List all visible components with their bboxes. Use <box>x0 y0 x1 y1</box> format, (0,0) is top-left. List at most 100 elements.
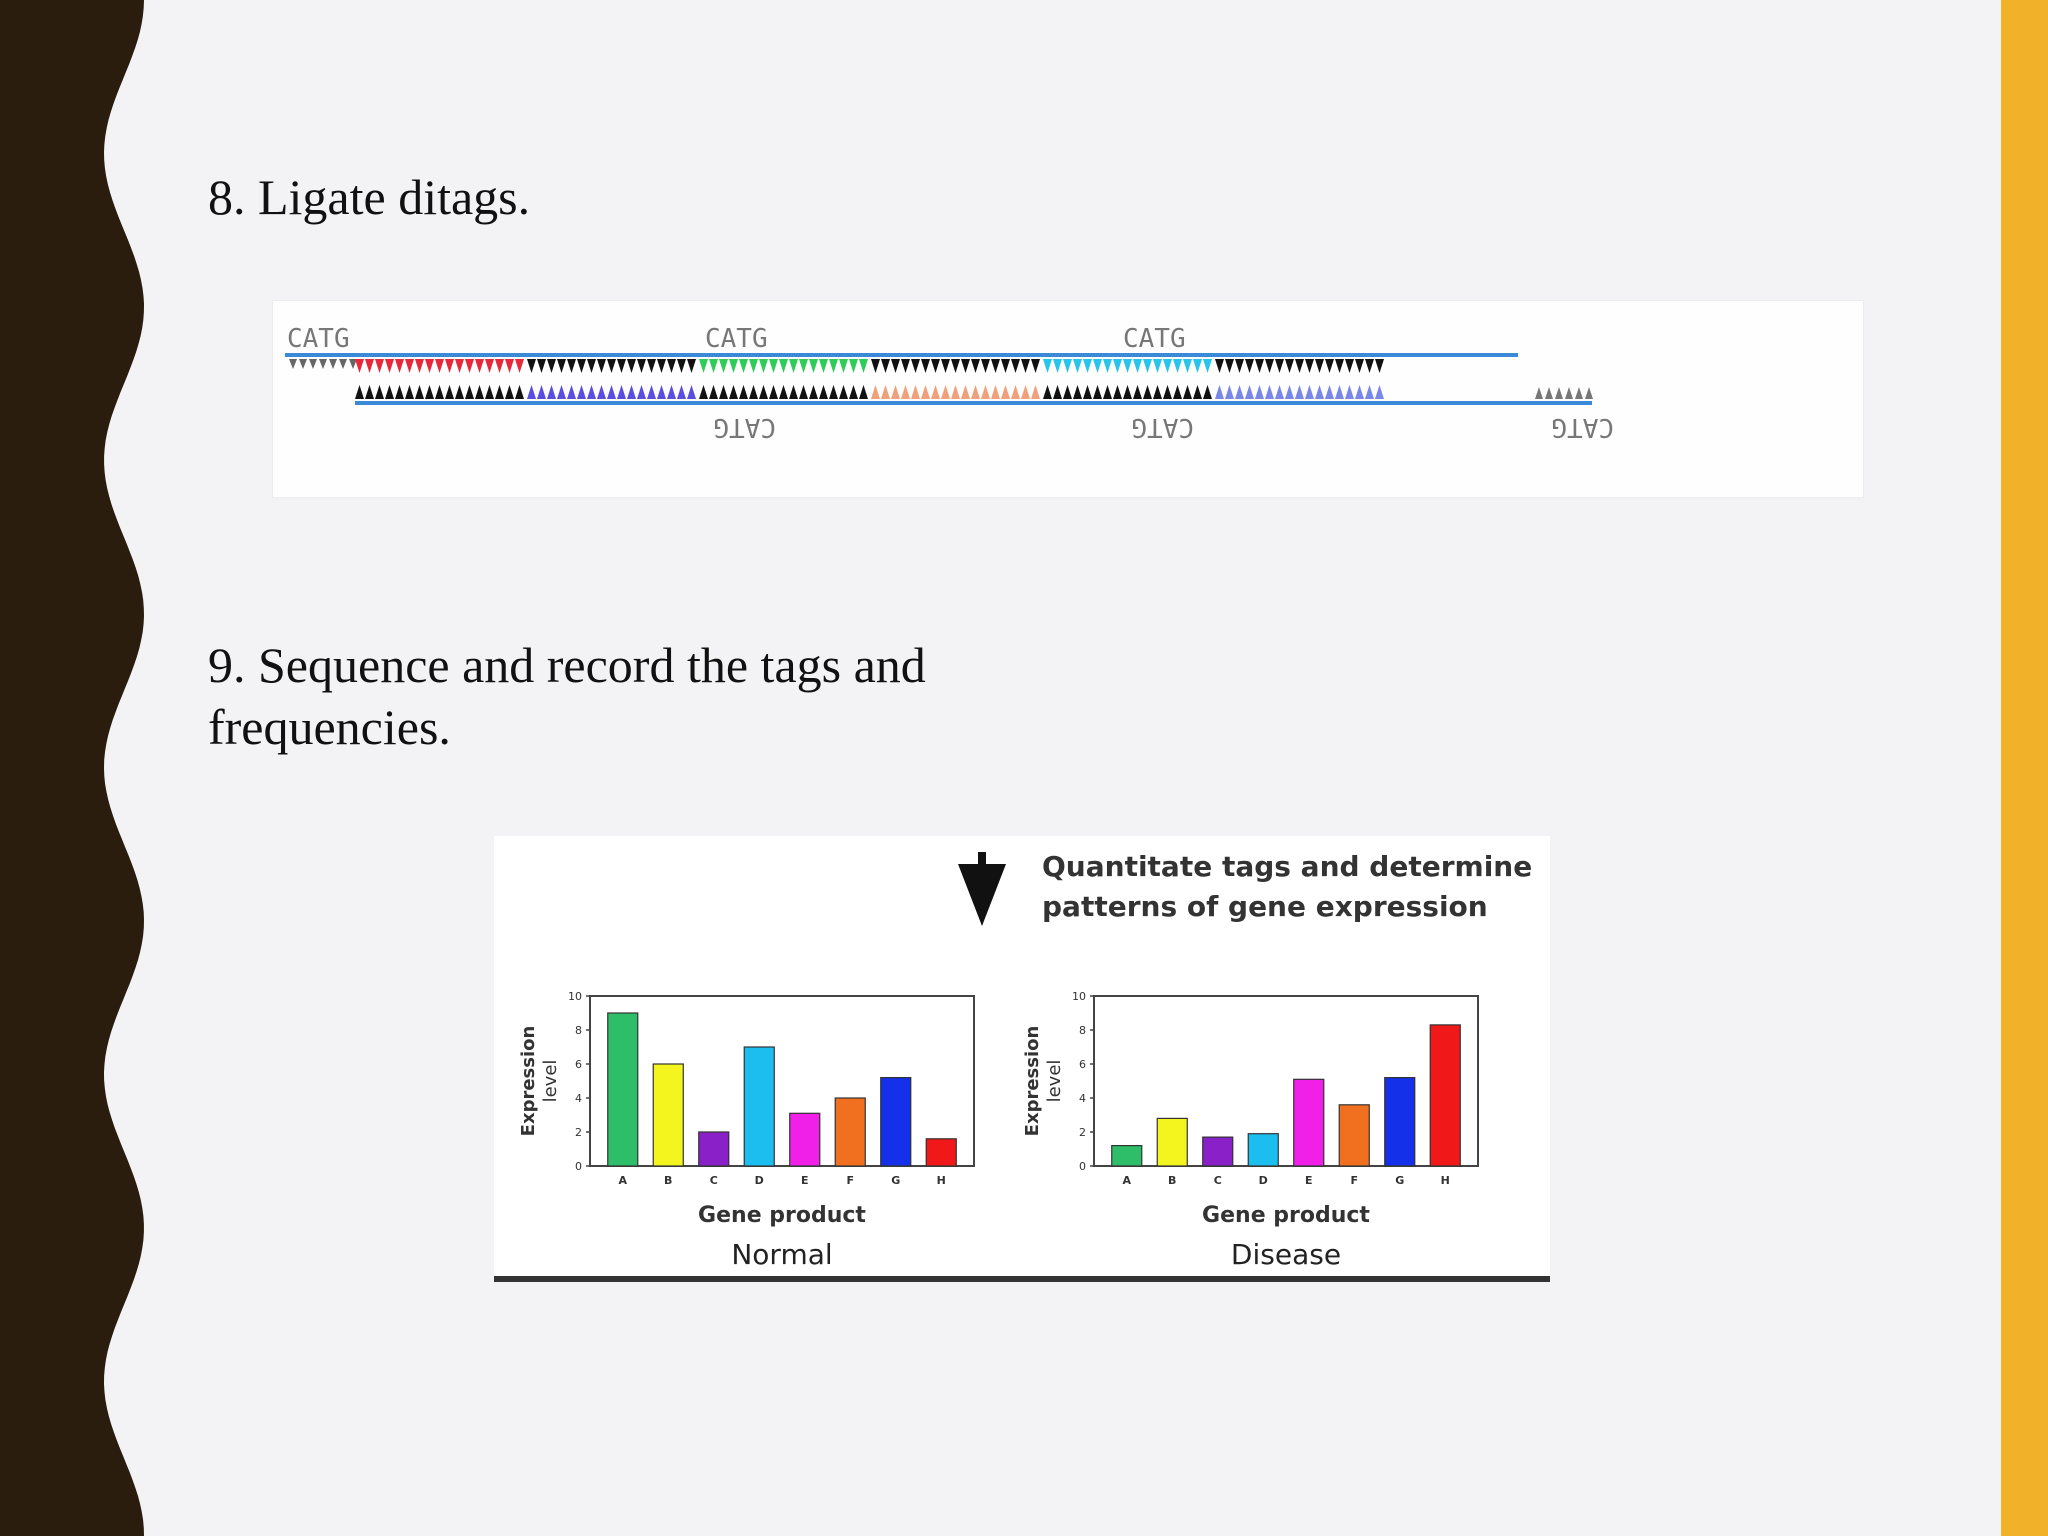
step-9-line-1: 9. Sequence and record the tags and <box>208 637 926 693</box>
bottom-base <box>839 385 848 399</box>
bottom-base <box>931 385 940 399</box>
top-base <box>759 359 768 373</box>
ditag-strands: CATG CATG CATG CATG CATG CATG <box>285 324 1614 442</box>
bottom-base <box>687 385 696 399</box>
bottom-base <box>577 385 586 399</box>
top-base <box>1315 359 1324 373</box>
top-base <box>1245 359 1254 373</box>
bottom-base <box>1143 385 1152 399</box>
top-base <box>365 359 374 373</box>
bottom-base <box>1365 385 1374 399</box>
top-base <box>425 359 434 373</box>
bottom-base <box>1295 385 1304 399</box>
bottom-backbone <box>355 401 1592 405</box>
right-accent-bar <box>2001 0 2048 1536</box>
bottom-base <box>819 385 828 399</box>
step-8-heading: 8. Ligate ditags. <box>208 169 531 225</box>
bottom-cap-base <box>1535 387 1543 399</box>
bottom-base <box>1133 385 1142 399</box>
bottom-base <box>657 385 666 399</box>
bottom-base <box>719 385 728 399</box>
bottom-base <box>527 385 536 399</box>
bottom-base <box>799 385 808 399</box>
top-base <box>617 359 626 373</box>
bottom-base <box>1285 385 1294 399</box>
top-base <box>687 359 696 373</box>
x-tick-label: E <box>801 1174 809 1187</box>
top-base <box>1305 359 1314 373</box>
x-tick-label: A <box>618 1174 627 1187</box>
bottom-base <box>1203 385 1212 399</box>
top-base <box>385 359 394 373</box>
bar-h <box>1429 1024 1461 1167</box>
bottom-base <box>1163 385 1172 399</box>
bottom-base <box>1073 385 1082 399</box>
bottom-base <box>627 385 636 399</box>
top-base <box>1021 359 1030 373</box>
top-base <box>1285 359 1294 373</box>
ditag-diagram: CATG CATG CATG CATG CATG CATG <box>272 300 1864 498</box>
top-base <box>881 359 890 373</box>
catg-label-bottom-1: CATG <box>713 412 776 442</box>
top-base <box>1001 359 1010 373</box>
top-base <box>1173 359 1182 373</box>
top-cap-base <box>329 359 337 369</box>
catg-label-top-1: CATG <box>287 324 350 354</box>
y-tick-label: 4 <box>575 1092 582 1105</box>
x-tick-label: B <box>1168 1174 1176 1187</box>
bottom-base <box>465 385 474 399</box>
top-base <box>839 359 848 373</box>
top-base <box>455 359 464 373</box>
top-base <box>871 359 880 373</box>
bottom-base <box>941 385 950 399</box>
step-9-heading: 9. Sequence and record the tags and freq… <box>208 634 1108 758</box>
bottom-base <box>901 385 910 399</box>
bottom-base <box>475 385 484 399</box>
bottom-base <box>607 385 616 399</box>
bottom-base <box>1325 385 1334 399</box>
top-base <box>537 359 546 373</box>
bottom-base <box>677 385 686 399</box>
annotation-line-2: patterns of gene expression <box>1042 890 1488 923</box>
top-base <box>1335 359 1344 373</box>
plot-frame <box>589 995 975 1167</box>
bottom-base <box>395 385 404 399</box>
bottom-base <box>637 385 646 399</box>
top-base <box>709 359 718 373</box>
bottom-base <box>1103 385 1112 399</box>
top-cap-base <box>309 359 317 369</box>
bottom-cap-base <box>1565 387 1573 399</box>
top-base <box>1275 359 1284 373</box>
bottom-base <box>435 385 444 399</box>
bottom-base <box>951 385 960 399</box>
bottom-base <box>1011 385 1020 399</box>
y-tick-label: 8 <box>1079 1024 1086 1037</box>
top-base <box>527 359 536 373</box>
bar-b <box>652 1063 684 1167</box>
top-base <box>699 359 708 373</box>
bottom-base <box>1375 385 1384 399</box>
bottom-base <box>859 385 868 399</box>
top-base <box>891 359 900 373</box>
top-base <box>729 359 738 373</box>
top-base <box>1193 359 1202 373</box>
bottom-base <box>445 385 454 399</box>
bottom-base <box>809 385 818 399</box>
top-base <box>647 359 656 373</box>
top-base <box>515 359 524 373</box>
bottom-base <box>871 385 880 399</box>
top-cap-base <box>339 359 347 369</box>
bottom-base <box>365 385 374 399</box>
bar-a <box>607 1012 639 1167</box>
top-base <box>779 359 788 373</box>
y-tick-label: 2 <box>1079 1126 1086 1139</box>
y-axis-label-line-2: level <box>1044 1060 1065 1103</box>
top-base <box>567 359 576 373</box>
x-tick-label: C <box>1214 1174 1222 1187</box>
top-base <box>1083 359 1092 373</box>
bottom-base <box>699 385 708 399</box>
top-base <box>981 359 990 373</box>
top-base <box>475 359 484 373</box>
bottom-base <box>1355 385 1364 399</box>
